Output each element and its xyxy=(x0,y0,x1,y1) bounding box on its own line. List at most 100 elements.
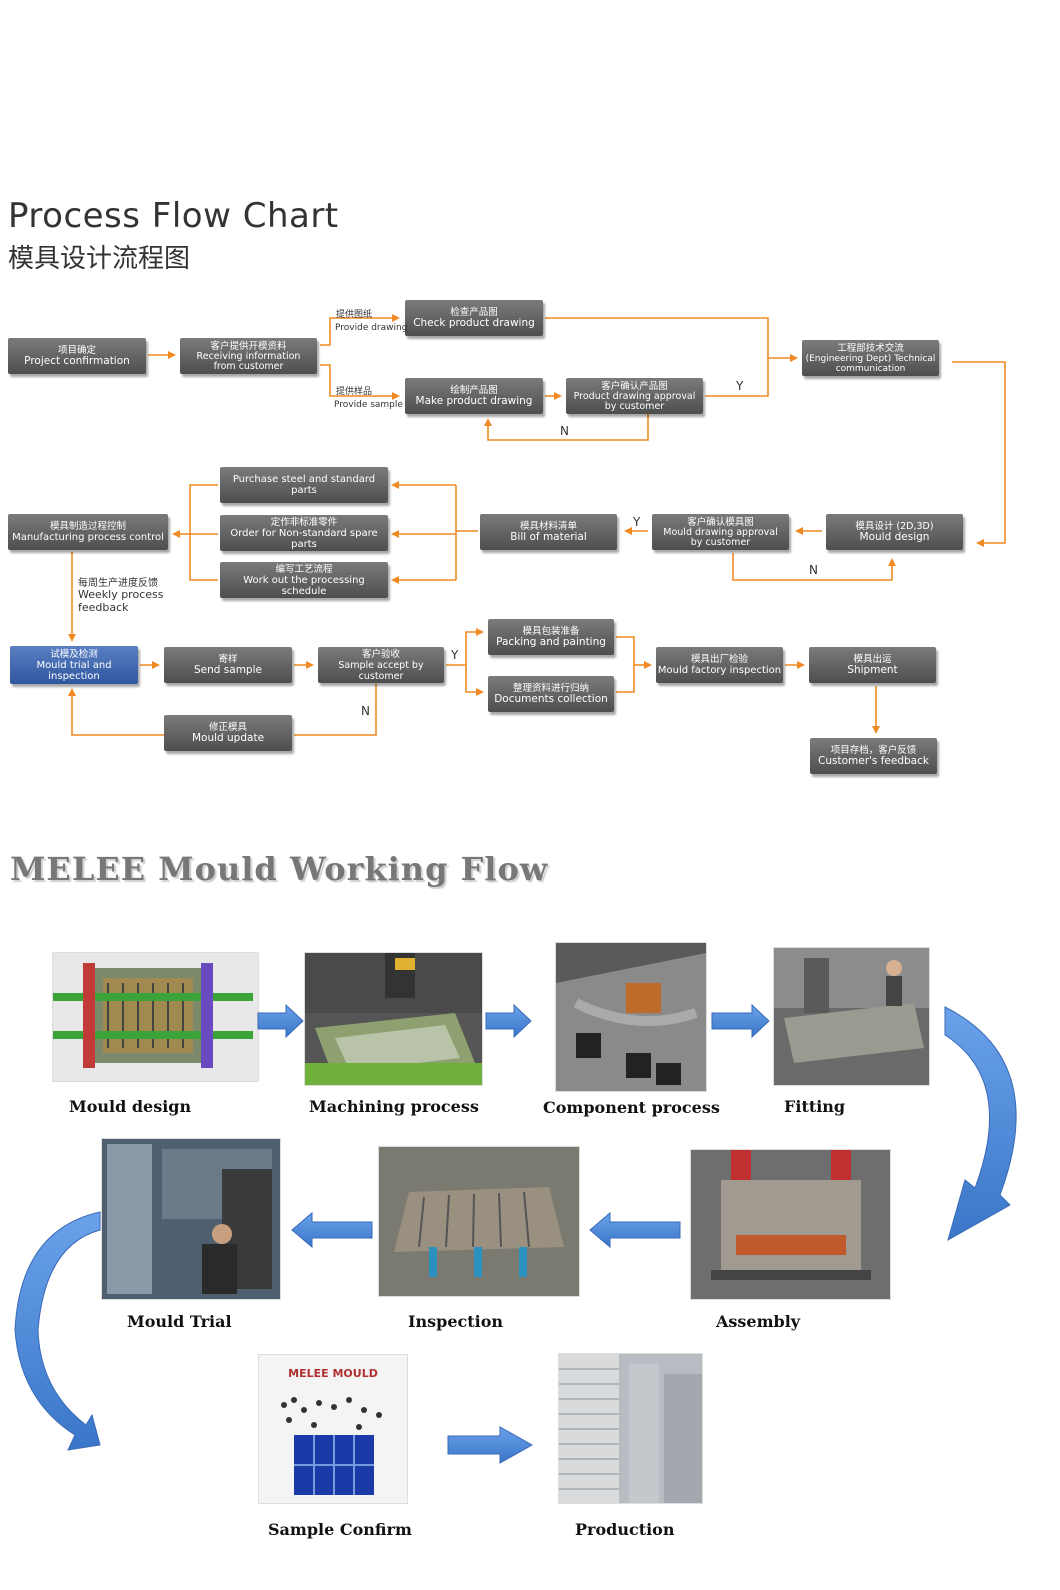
arrow-right-icon xyxy=(447,1426,534,1464)
line-left-branch xyxy=(189,484,218,581)
arrow-left-icon xyxy=(291,1211,373,1249)
box-label-en: Product drawing approval by customer xyxy=(573,390,696,412)
photo-inspection xyxy=(378,1146,580,1297)
box-label-zh: 客户确认模具图 xyxy=(687,516,754,528)
box-label-zh: 定作非标准零件 xyxy=(270,516,338,528)
box-order-nonstandard: 定作非标准零件 Order for Non-standard spare par… xyxy=(220,515,388,551)
caption-sample-confirm: Sample Confirm xyxy=(268,1520,412,1539)
caption-mould-trial: Mould Trial xyxy=(127,1312,232,1331)
photo-assembly xyxy=(690,1149,891,1300)
box-receiving-information: 客户提供开模资料 Receiving information from cust… xyxy=(180,338,317,374)
box-technical-communication: 工程部技术交流 (Engineering Dept) Technical com… xyxy=(802,340,939,376)
box-label-zh: 模具出厂检验 xyxy=(690,654,748,665)
box-sample-accept: 客户验收 Sample accept by customer xyxy=(318,647,444,683)
box-mould-update: 修正模具 Mould update xyxy=(164,715,292,751)
label-no: N xyxy=(560,424,569,438)
box-check-product-drawing: 检查产品图 Check product drawing xyxy=(405,300,543,336)
box-label-zh: 客户验收 xyxy=(361,648,400,660)
box-label-zh: 客户确认产品图 xyxy=(601,380,668,392)
sign-text: MELEE MOULD xyxy=(288,1367,378,1380)
box-label-zh: 试模及检测 xyxy=(50,648,98,660)
box-label-en: Mould factory inspection xyxy=(657,665,782,676)
caption-machining-process: Machining process xyxy=(309,1097,479,1116)
box-label-zh: 模具设计 (2D,3D) xyxy=(855,521,934,532)
box-product-drawing-approval: 客户确认产品图 Product drawing approval by cust… xyxy=(566,378,703,414)
label-weekly-en1: Weekly process xyxy=(78,588,164,601)
caption-component-process: Component process xyxy=(543,1098,720,1117)
box-mould-drawing-approval: 客户确认模具图 Mould drawing approval by custom… xyxy=(652,514,789,550)
photo-fitting xyxy=(773,947,930,1086)
box-label-zh: 编写工艺流程 xyxy=(275,563,333,575)
box-factory-inspection: 模具出厂检验 Mould factory inspection xyxy=(656,647,783,683)
page-title: Process Flow Chart xyxy=(8,196,339,236)
box-label-en: Bill of material xyxy=(510,531,587,543)
box-label-en: Make product drawing xyxy=(415,395,533,407)
box-label-en: Customer's feedback xyxy=(818,755,929,767)
box-label-zh: 修正模具 xyxy=(208,722,247,733)
box-label-en: Send sample xyxy=(194,664,262,676)
box-label-en: Project confirmation xyxy=(24,355,130,367)
box-processing-schedule: 编写工艺流程 Work out the processing schedule xyxy=(220,562,388,598)
label-weekly-en2: feedback xyxy=(78,601,129,614)
box-label-zh: 工程部技术交流 xyxy=(837,342,904,354)
arrow-check-to-tech xyxy=(545,317,798,362)
arrow-accept-to-packing xyxy=(446,628,484,666)
photo-machining-process xyxy=(304,952,483,1086)
line-merge xyxy=(616,636,635,693)
label-provide-sample-en: Provide sample xyxy=(334,400,403,410)
box-mould-trial: 试模及检测 Mould trial and inspection xyxy=(10,646,138,684)
box-label-en: Mould drawing approval by customer xyxy=(663,526,778,548)
caption-assembly: Assembly xyxy=(716,1312,801,1331)
box-project-confirmation: 项目确定 Project confirmation xyxy=(8,338,146,374)
working-flow-title: MELEE Mould Working Flow xyxy=(10,850,549,888)
arrow-approval-no xyxy=(484,414,649,441)
box-label-zh: 客户提供开模资料 xyxy=(210,340,287,352)
box-packing-painting: 模具包装准备 Packing and painting xyxy=(488,619,614,655)
box-label-zh: 项目存档，客户反馈 xyxy=(830,745,917,756)
box-label-en: Packing and painting xyxy=(496,636,606,648)
arrow-accept-to-documents xyxy=(465,665,484,696)
box-manufacturing-control: 模具制造过程控制 Manufacturing process control xyxy=(8,514,168,550)
caption-production: Production xyxy=(575,1520,675,1539)
box-label-en: Work out the processing schedule xyxy=(243,574,365,597)
caption-fitting: Fitting xyxy=(784,1097,846,1116)
arrow-mould-approval-no xyxy=(732,553,896,581)
label-no: N xyxy=(809,563,818,577)
photo-production xyxy=(558,1353,703,1504)
arrow-update-to-trial xyxy=(68,688,164,736)
caption-mould-design: Mould design xyxy=(69,1097,192,1116)
box-label-zh: 项目确定 xyxy=(57,345,96,356)
box-purchase-steel: Purchase steel and standard parts xyxy=(220,467,388,503)
arrow-approval-yes xyxy=(705,358,769,397)
photo-sample-confirm: MELEE MOULD xyxy=(258,1354,408,1504)
label-provide-sample-zh: 提供样品 xyxy=(336,387,373,397)
arrow-right-icon xyxy=(257,1003,304,1039)
box-customer-feedback: 项目存档，客户反馈 Customer's feedback xyxy=(810,738,937,774)
photo-mould-design xyxy=(52,952,259,1082)
caption-inspection: Inspection xyxy=(408,1312,504,1331)
box-label-zh: 绘制产品图 xyxy=(450,385,498,396)
label-no: N xyxy=(361,704,370,718)
box-label-en: Purchase steel and standard parts xyxy=(232,474,376,496)
arrow-tech-to-design xyxy=(952,361,1006,547)
label-yes: Y xyxy=(451,648,459,662)
box-label-en: Sample accept by customer xyxy=(338,659,424,682)
page-subtitle: 模具设计流程图 xyxy=(8,244,191,274)
box-label-en: Check product drawing xyxy=(413,317,535,329)
arrow-right-icon xyxy=(711,1003,770,1039)
box-label-en: Documents collection xyxy=(494,693,608,705)
box-label-zh: 寄样 xyxy=(218,654,238,665)
box-send-sample: 寄样 Send sample xyxy=(164,647,292,683)
flow-connectors xyxy=(68,314,1006,736)
box-make-product-drawing: 绘制产品图 Make product drawing xyxy=(405,378,543,414)
label-provide-drawing-en: Provide drawing xyxy=(335,323,408,333)
box-label-en: (Engineering Dept) Technical communicati… xyxy=(805,353,936,374)
box-label-en: Manufacturing process control xyxy=(12,532,164,543)
arrow-to-make-drawing xyxy=(320,364,400,400)
box-bill-of-material: 模具材料清单 Bill of material xyxy=(480,514,617,550)
arrow-right-icon xyxy=(485,1003,532,1039)
box-label-en: Receiving information from customer xyxy=(196,350,301,372)
box-label-en: Mould update xyxy=(191,732,265,744)
curved-arrow-down-icon xyxy=(944,1006,1017,1242)
box-label-en: Order for Non-standard spare parts xyxy=(230,527,378,550)
